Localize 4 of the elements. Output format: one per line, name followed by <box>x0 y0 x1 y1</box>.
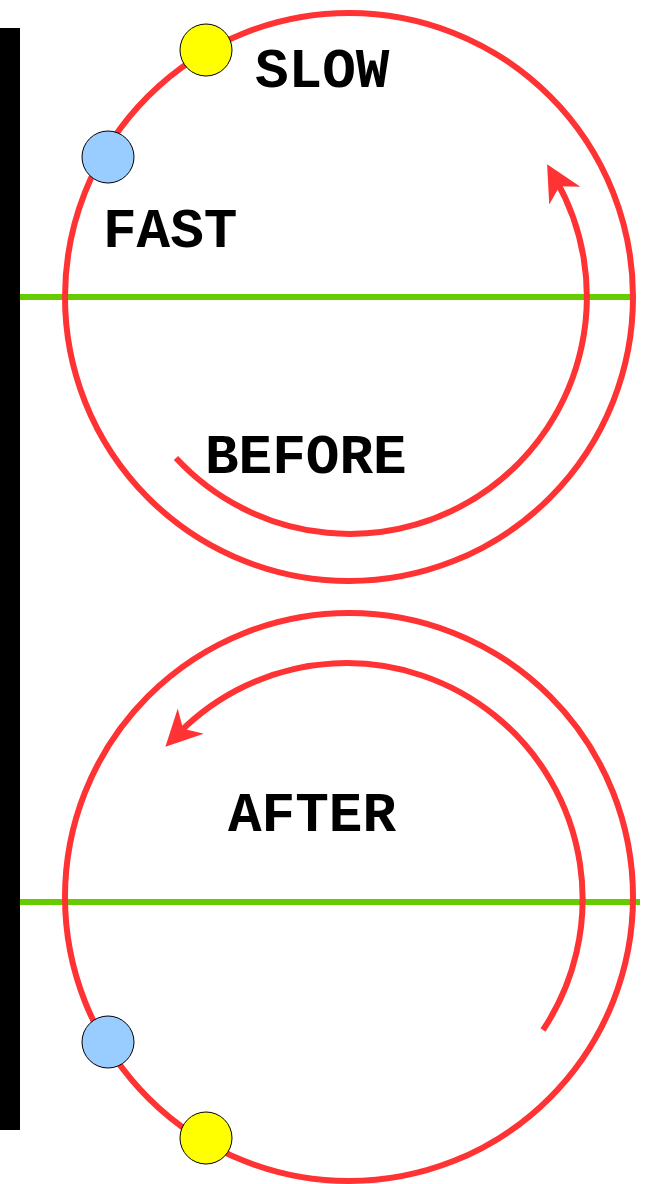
state-label: BEFORE <box>205 430 407 486</box>
state-label: AFTER <box>228 788 397 844</box>
speed-label: FAST <box>103 204 238 260</box>
speed-label: SLOW <box>255 44 390 100</box>
